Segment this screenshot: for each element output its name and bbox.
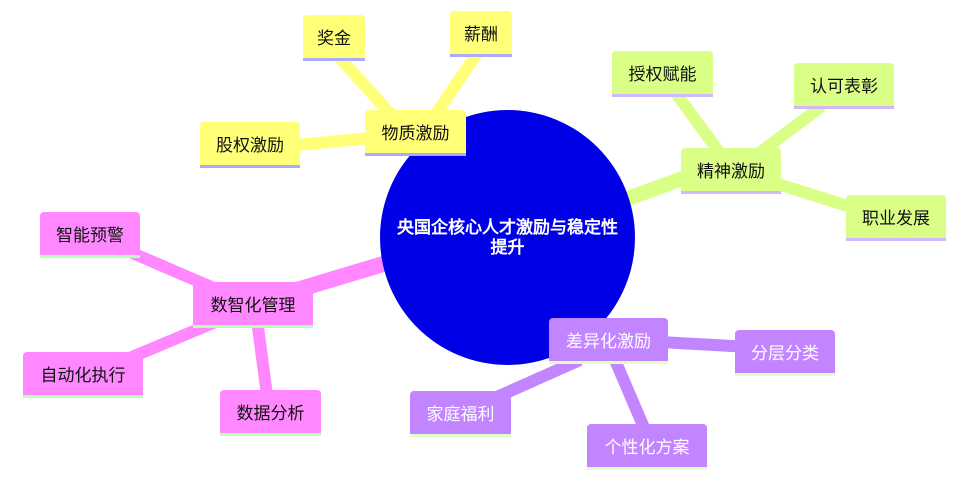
link-digital-analysis (251, 319, 273, 396)
node-label: 认可表彰 (810, 77, 878, 97)
node-label: 智能预警 (56, 226, 124, 246)
node-label: 职业发展 (862, 209, 930, 229)
node-label: 家庭福利 (426, 405, 495, 425)
node-label: 授权赋能 (628, 65, 697, 85)
leaf-automated-execution[interactable]: 自动化执行 (23, 352, 143, 398)
branch-material-incentive[interactable]: 物质激励 (365, 110, 466, 156)
node-label: 股权激励 (216, 136, 284, 156)
leaf-data-analysis[interactable]: 数据分析 (220, 390, 321, 436)
leaf-smart-warning[interactable]: 智能预警 (40, 212, 140, 258)
branch-digital-management[interactable]: 数智化管理 (193, 282, 313, 328)
node-label: 差异化激励 (566, 332, 651, 352)
node-label: 数智化管理 (210, 296, 296, 316)
leaf-equity-incentive[interactable]: 股权激励 (200, 122, 300, 168)
leaf-family-welfare[interactable]: 家庭福利 (410, 391, 511, 437)
leaf-personalized-plan[interactable]: 个性化方案 (587, 424, 707, 470)
leaf-empowerment[interactable]: 授权赋能 (612, 51, 713, 97)
leaf-salary[interactable]: 薪酬 (450, 11, 512, 57)
leaf-career-development[interactable]: 职业发展 (846, 195, 946, 241)
leaf-layered-classification[interactable]: 分层分类 (735, 330, 835, 376)
leaf-bonus[interactable]: 奖金 (303, 15, 365, 61)
node-label: 数据分析 (236, 404, 305, 424)
node-label: 自动化执行 (40, 366, 126, 386)
node-label: 精神激励 (697, 162, 765, 182)
node-label: 个性化方案 (604, 438, 690, 458)
leaf-recognition[interactable]: 认可表彰 (794, 63, 894, 109)
root-label: 央国企核心人才激励与稳定性提升 (397, 217, 618, 258)
branch-spiritual-incentive[interactable]: 精神激励 (681, 148, 781, 194)
node-label: 物质激励 (381, 124, 450, 144)
link-diff-personal (609, 357, 651, 433)
node-label: 奖金 (317, 29, 351, 49)
branch-differentiated-incentive[interactable]: 差异化激励 (549, 318, 668, 364)
node-label: 分层分类 (751, 344, 819, 364)
node-label: 薪酬 (464, 25, 498, 45)
